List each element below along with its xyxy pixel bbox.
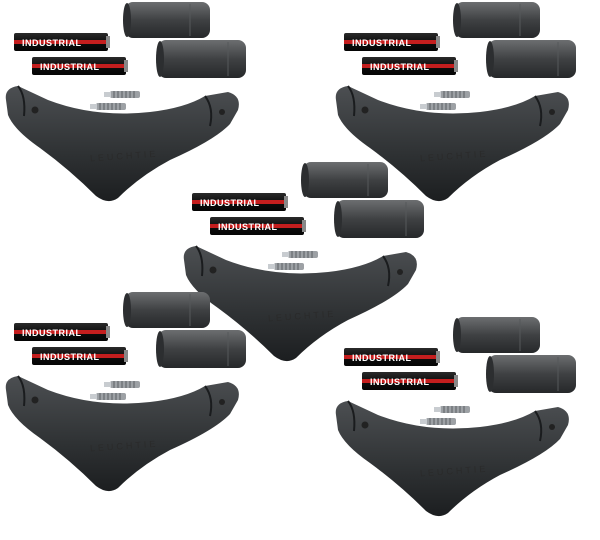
svg-text:LEUCHTIE: LEUCHTIE: [90, 149, 159, 164]
end-cap: [123, 2, 210, 38]
light-housing: LEUCHTIE: [5, 375, 239, 492]
light-kit-graphic: INDUSTRIAL INDUSTRIAL LEUCHTIE: [183, 162, 424, 362]
svg-text:INDUSTRIAL: INDUSTRIAL: [352, 38, 412, 48]
svg-text:LEUCHTIE: LEUCHTIE: [420, 149, 489, 164]
svg-text:INDUSTRIAL: INDUSTRIAL: [218, 222, 278, 232]
light-kit: INDUSTRIAL INDUSTRIAL LEUCHTIE: [0, 0, 260, 202]
battery: INDUSTRIAL: [14, 323, 110, 341]
spring-contact: [104, 381, 140, 388]
battery: INDUSTRIAL: [210, 217, 306, 235]
battery: INDUSTRIAL: [344, 33, 440, 51]
battery: INDUSTRIAL: [32, 347, 128, 365]
svg-text:INDUSTRIAL: INDUSTRIAL: [40, 352, 100, 362]
end-cap: [486, 40, 576, 78]
battery: INDUSTRIAL: [192, 193, 288, 211]
spring-contact: [268, 263, 304, 270]
svg-text:INDUSTRIAL: INDUSTRIAL: [40, 62, 100, 72]
light-kit-graphic: INDUSTRIAL INDUSTRIAL LEUCHTIE: [335, 317, 576, 517]
light-housing: LEUCHTIE: [335, 400, 569, 517]
end-cap: [453, 317, 540, 353]
light-housing: LEUCHTIE: [183, 245, 417, 362]
end-cap: [453, 2, 540, 38]
spring-contact: [104, 91, 140, 98]
spring-contact: [90, 103, 126, 110]
svg-text:INDUSTRIAL: INDUSTRIAL: [22, 328, 82, 338]
spring-contact: [282, 251, 318, 258]
svg-text:INDUSTRIAL: INDUSTRIAL: [22, 38, 82, 48]
light-kit-graphic: INDUSTRIAL INDUSTRIAL LEUCHTIE: [5, 2, 246, 202]
spring-contact: [434, 406, 470, 413]
end-cap: [156, 330, 246, 368]
svg-text:INDUSTRIAL: INDUSTRIAL: [200, 198, 260, 208]
battery: INDUSTRIAL: [32, 57, 128, 75]
end-cap: [486, 355, 576, 393]
svg-text:INDUSTRIAL: INDUSTRIAL: [370, 377, 430, 387]
light-kit: INDUSTRIAL INDUSTRIAL LEUCHTIE: [178, 160, 438, 362]
battery: INDUSTRIAL: [362, 372, 458, 390]
svg-text:LEUCHTIE: LEUCHTIE: [268, 309, 337, 324]
svg-text:INDUSTRIAL: INDUSTRIAL: [352, 353, 412, 363]
light-kit: INDUSTRIAL INDUSTRIAL LEUCHTIE: [330, 0, 590, 202]
end-cap: [123, 292, 210, 328]
spring-contact: [434, 91, 470, 98]
spring-contact: [420, 103, 456, 110]
spring-contact: [420, 418, 456, 425]
svg-text:LEUCHTIE: LEUCHTIE: [420, 464, 489, 479]
light-kit-graphic: INDUSTRIAL INDUSTRIAL LEUCHTIE: [5, 292, 246, 492]
light-kit-graphic: INDUSTRIAL INDUSTRIAL LEUCHTIE: [335, 2, 576, 202]
battery: INDUSTRIAL: [14, 33, 110, 51]
light-housing: LEUCHTIE: [5, 85, 239, 202]
light-kit: INDUSTRIAL INDUSTRIAL LEUCHTIE: [330, 315, 590, 517]
battery: INDUSTRIAL: [362, 57, 458, 75]
svg-text:INDUSTRIAL: INDUSTRIAL: [370, 62, 430, 72]
svg-text:LEUCHTIE: LEUCHTIE: [90, 439, 159, 454]
end-cap: [301, 162, 388, 198]
spring-contact: [90, 393, 126, 400]
end-cap: [156, 40, 246, 78]
battery: INDUSTRIAL: [344, 348, 440, 366]
light-kit: INDUSTRIAL INDUSTRIAL LEUCHTIE: [0, 290, 260, 492]
light-housing: LEUCHTIE: [335, 85, 569, 202]
end-cap: [334, 200, 424, 238]
